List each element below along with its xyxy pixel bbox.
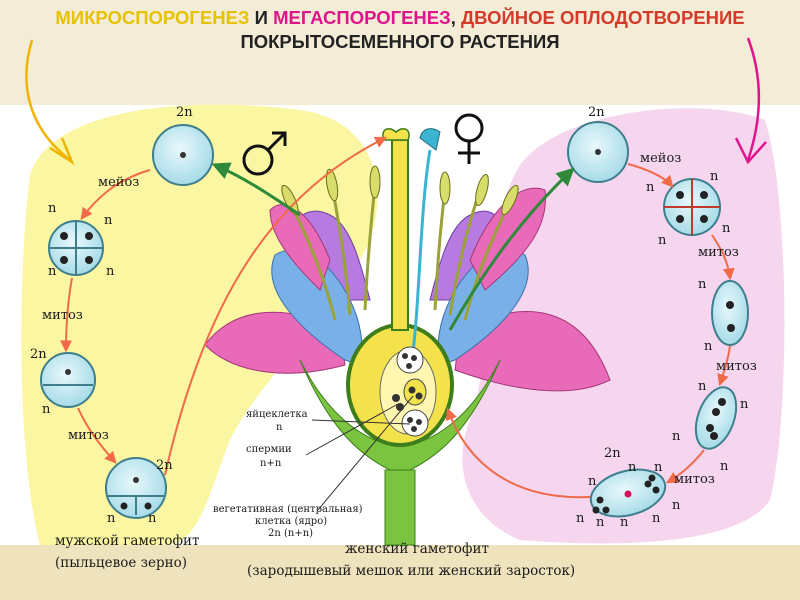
female-label-2n-sac: 2n [604,446,621,461]
female-arrow-to-ovary [445,407,591,499]
egg-cell-ploidy: n [276,422,283,433]
male-label-mitosis2: митоз [68,428,109,443]
central-cell [403,378,427,406]
female-megaspore [711,280,749,346]
female-label-n12: n [596,515,605,530]
pollen-tube [410,149,432,361]
female-label-2n-top: 2n [588,105,605,120]
male-label-tetrad-n2: n [104,213,113,228]
male-label-tetrad-n4: n [106,264,115,279]
stamens [281,165,519,321]
title-banner [0,0,800,105]
title-double-fertilization: ДВОЙНОЕ ОПЛОДОТВОРЕНИЕ [460,7,745,28]
female-label-n8: n [654,460,663,475]
egg-pointer [311,419,411,425]
female-label-meiosis: мейоз [640,151,682,166]
female-label-n10: n [672,498,681,513]
receptacle [299,359,501,471]
sperm-pointer [305,403,399,456]
female-label-mitosis3: митоз [674,472,715,487]
egg-cell-label: яйцеклетка [246,409,308,420]
male-gametophyte-subcaption: (пыльцевое зерно) [55,555,188,571]
female-label-mitosis2: митоз [716,359,757,374]
male-label-mitosis1: митоз [42,308,83,323]
male-label-n-bot1: n [107,511,116,526]
pink-annotation-arrowhead [734,137,767,165]
female-arrow-mitosis1 [711,234,735,281]
male-label-2n-mid: 2n [30,347,47,362]
central-pointer [317,395,414,511]
female-gametophyte-subcaption: (зародышевый мешок или женский заросток) [247,563,576,579]
female-label-n5: n [672,429,681,444]
male-gametophyte-caption: мужской гаметофит [55,533,200,549]
female-label-mitosis1: митоз [698,245,739,260]
title-conjunction: И [249,7,274,28]
antipodal-cells [396,346,424,374]
female-arrow-from-ovule [448,167,575,331]
female-label-tetrad-n4: n [658,233,667,248]
female-label-tetrad-n1: n [646,180,655,195]
sperm-label: спермии [246,444,292,455]
male-microspore [40,352,96,408]
female-label-n2: n [704,339,713,354]
central-cell-label-2: клетка (ядро) [255,516,328,527]
title-rest: ПОКРЫТОСЕМЕННОГО РАСТЕНИЯ [240,31,560,52]
male-label-n-bot2: n [148,511,157,526]
flower-illustration [204,128,611,546]
central-cell-ploidy: 2n (n+n) [268,528,314,539]
male-label-meiosis: мейоз [98,175,140,190]
female-label-n1: n [698,277,707,292]
page-title: МИКРОСПОРОГЕНЕЗ И МЕГАСПОРОГЕНЕЗ, ДВОЙНО… [0,6,800,54]
female-symbol [454,113,484,164]
stigma [382,128,410,141]
yellow-annotation-arrow [25,39,71,161]
male-arrow-pollination [164,136,388,476]
male-label-tetrad-n1: n [48,201,57,216]
female-label-tetrad-n3: n [722,221,731,236]
male-label-2n-bot: 2n [156,458,173,473]
male-label-tetrad-n3: n [48,264,57,279]
yellow-annotation-arrowhead [49,137,75,166]
male-label-n-mid: n [42,402,51,417]
female-label-n11: n [576,511,585,526]
female-arrow-meiosis [627,163,674,188]
male-label-2n-top: 2n [176,105,193,120]
male-arrow-mitosis2 [77,407,117,464]
female-label-n7: n [628,460,637,475]
male-arrow-mitosis1 [60,277,73,353]
female-cycle [445,121,749,518]
female-label-n9: n [588,474,597,489]
egg-apparatus [401,409,429,437]
central-cell-label-1: вегетативная (центральная) [213,504,363,515]
female-label-n4: n [740,397,749,412]
petal-top-left [269,204,331,291]
male-cycle [40,124,388,519]
male-arrow-meiosis [80,169,151,220]
pollen-on-stigma [419,128,441,151]
female-label-n3: n [698,379,707,394]
pink-annotation-arrow [746,37,761,161]
female-label-n13: n [620,515,629,530]
female-label-tetrad-n2: n [710,169,719,184]
female-label-n14: n [652,511,661,526]
female-arrow-mitosis2 [717,345,731,387]
female-two-nuclei [694,386,738,450]
title-comma: , [450,7,461,28]
title-microsporogenesis: МИКРОСПОРОГЕНЕЗ [55,7,250,28]
female-arrow-mitosis3 [665,449,705,484]
female-gametophyte-caption: женский гаметофит [345,541,489,557]
male-symbol [242,131,287,176]
sperm-ploidy: n+n [260,458,282,469]
male-arrow-from-anther [211,162,301,217]
sperm-cells [392,394,400,402]
female-label-n6: n [720,459,729,474]
male-pollen-grain [105,457,167,519]
style [391,139,409,331]
stem [384,469,416,546]
title-megasporogenesis: МЕГАСПОРОГЕНЕЗ [273,7,451,28]
petal-top-right [469,187,547,291]
caption-banner [0,545,800,600]
